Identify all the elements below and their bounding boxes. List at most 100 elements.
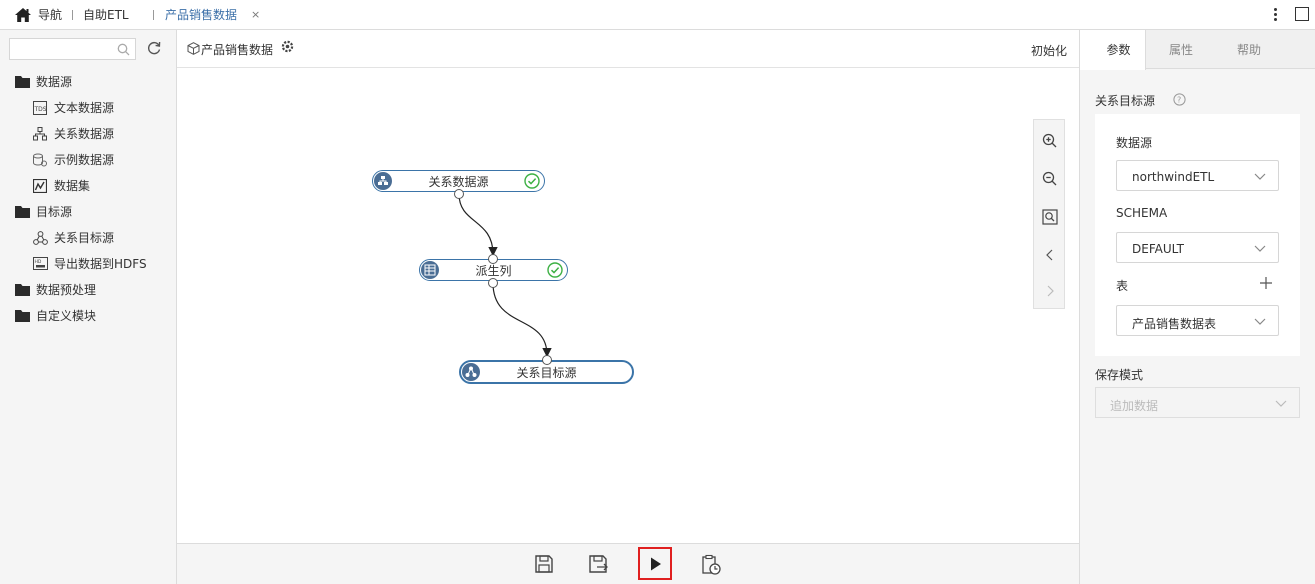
relational-target-icon: [33, 231, 48, 245]
svg-text:?: ?: [1177, 96, 1181, 105]
tree-folder-datasource[interactable]: 数据源: [0, 69, 177, 95]
tree-label: 自定义模块: [36, 309, 97, 323]
node-label: 派生列: [475, 264, 512, 278]
tab-product-sales[interactable]: 产品销售数据: [165, 8, 238, 22]
chevron-left-icon[interactable]: [1041, 246, 1059, 264]
zoom-out-icon[interactable]: [1041, 170, 1059, 188]
tree-label: 目标源: [36, 205, 73, 219]
table-value: 产品销售数据表: [1132, 317, 1217, 331]
save-mode-label: 保存模式: [1095, 368, 1144, 382]
input-port[interactable]: [542, 355, 552, 365]
play-icon: [651, 557, 661, 571]
save-icon[interactable]: [533, 553, 555, 575]
save-mode-select[interactable]: 追加数据: [1095, 387, 1300, 418]
derived-column-node-icon: [421, 261, 439, 279]
flow-title: 产品销售数据: [201, 43, 274, 57]
top-bar: 导航 自助ETL 产品销售数据 ×: [0, 0, 1315, 30]
schedule-icon[interactable]: [700, 554, 722, 576]
bottom-toolbar: [177, 543, 1079, 584]
save-mode-value: 追加数据: [1110, 399, 1159, 413]
node-label: 关系目标源: [516, 366, 577, 380]
etl-link[interactable]: 自助ETL: [83, 8, 129, 22]
schema-label: SCHEMA: [1116, 206, 1168, 220]
module-panel: 数据源 TDS 文本数据源 关系数据源 示例数据源 数据集 目标源 关系目标源 …: [0, 30, 177, 584]
svg-text:TDS: TDS: [34, 106, 47, 113]
tree-label: 示例数据源: [54, 153, 115, 167]
tree-label: 关系目标源: [54, 231, 115, 245]
relational-source-node-icon: [374, 172, 392, 190]
properties-panel: » 参数 属性 帮助 关系目标源 ? 数据源 northwindETL SCHE…: [1079, 30, 1315, 584]
refresh-icon[interactable]: [146, 40, 162, 56]
save-as-icon[interactable]: [587, 553, 609, 575]
tree-folder-custom[interactable]: 自定义模块: [0, 303, 177, 329]
svg-text:HD: HD: [35, 259, 42, 265]
section-title: 关系目标源: [1095, 94, 1156, 108]
add-table-icon[interactable]: [1259, 276, 1273, 290]
settings-gear-icon[interactable]: [281, 40, 294, 53]
tree-folder-target[interactable]: 目标源: [0, 199, 177, 225]
tree-label: 数据源: [36, 75, 73, 89]
fit-view-icon[interactable]: [1041, 208, 1059, 226]
tree-item-dataset[interactable]: 数据集: [0, 173, 177, 199]
tree-item-sample-datasource[interactable]: 示例数据源: [0, 147, 177, 173]
node-relational-source[interactable]: 关系数据源: [372, 170, 545, 192]
zoom-toolbar: [1033, 119, 1065, 309]
tab-properties[interactable]: 属性: [1168, 43, 1193, 57]
tab-params[interactable]: 参数: [1080, 30, 1146, 70]
chevron-right-icon[interactable]: [1041, 282, 1059, 300]
success-check-icon: [547, 262, 563, 278]
module-tree: 数据源 TDS 文本数据源 关系数据源 示例数据源 数据集 目标源 关系目标源 …: [0, 69, 177, 329]
node-derived-column[interactable]: 派生列: [419, 259, 568, 281]
folder-icon: [15, 284, 30, 296]
sample-datasource-icon: [33, 153, 47, 167]
tab-help[interactable]: 帮助: [1236, 43, 1261, 57]
datasource-value: northwindETL: [1132, 170, 1215, 184]
tree-label: 数据预处理: [36, 283, 97, 297]
panel-tabs: » 参数 属性 帮助: [1080, 30, 1315, 70]
maximize-icon[interactable]: [1295, 7, 1309, 21]
flow-canvas[interactable]: 关系数据源 派生列 关系目标源: [177, 69, 1079, 543]
schema-select[interactable]: DEFAULT: [1116, 232, 1279, 263]
nav-link[interactable]: 导航: [38, 8, 63, 22]
search-icon[interactable]: [117, 43, 130, 56]
flow-icon: [187, 42, 200, 55]
tree-label: 数据集: [54, 179, 91, 193]
tree-item-hdfs-export[interactable]: HD 导出数据到HDFS: [0, 251, 177, 277]
datasource-label: 数据源: [1116, 136, 1153, 150]
output-port[interactable]: [454, 189, 464, 199]
tree-folder-preprocess[interactable]: 数据预处理: [0, 277, 177, 303]
tree-label: 文本数据源: [54, 101, 115, 115]
chevron-down-icon: [1275, 400, 1287, 407]
help-circle-icon[interactable]: ?: [1173, 93, 1186, 106]
search-input[interactable]: [10, 39, 110, 59]
folder-icon: [15, 310, 30, 322]
tree-item-relational-target[interactable]: 关系目标源: [0, 225, 177, 251]
connector-derive-target: [492, 282, 552, 358]
output-port[interactable]: [488, 278, 498, 288]
chevron-down-icon: [1254, 173, 1266, 180]
zoom-in-icon[interactable]: [1041, 132, 1059, 150]
text-datasource-icon: TDS: [33, 101, 47, 115]
relational-datasource-icon: [33, 127, 47, 141]
search-box[interactable]: [9, 38, 136, 60]
relational-target-node-icon: [462, 363, 480, 381]
datasource-select[interactable]: northwindETL: [1116, 160, 1279, 191]
node-label: 关系数据源: [428, 175, 489, 189]
close-tab-icon[interactable]: ×: [251, 8, 261, 21]
run-button[interactable]: [638, 547, 672, 580]
home-icon[interactable]: [14, 7, 32, 23]
connector-source-derive: [458, 193, 498, 257]
input-port[interactable]: [488, 254, 498, 264]
separator: [72, 10, 73, 20]
table-select[interactable]: 产品销售数据表: [1116, 305, 1279, 336]
schema-value: DEFAULT: [1132, 242, 1184, 256]
tree-label: 关系数据源: [54, 127, 115, 141]
dataset-icon: [33, 179, 47, 193]
tree-item-text-datasource[interactable]: TDS 文本数据源: [0, 95, 177, 121]
more-menu-icon[interactable]: [1270, 6, 1280, 24]
separator: [153, 10, 154, 20]
flow-editor: 产品销售数据 初始化 关系数据源: [177, 30, 1079, 584]
table-label: 表: [1116, 279, 1129, 293]
init-button[interactable]: 初始化: [1030, 44, 1067, 58]
tree-item-relational-datasource[interactable]: 关系数据源: [0, 121, 177, 147]
